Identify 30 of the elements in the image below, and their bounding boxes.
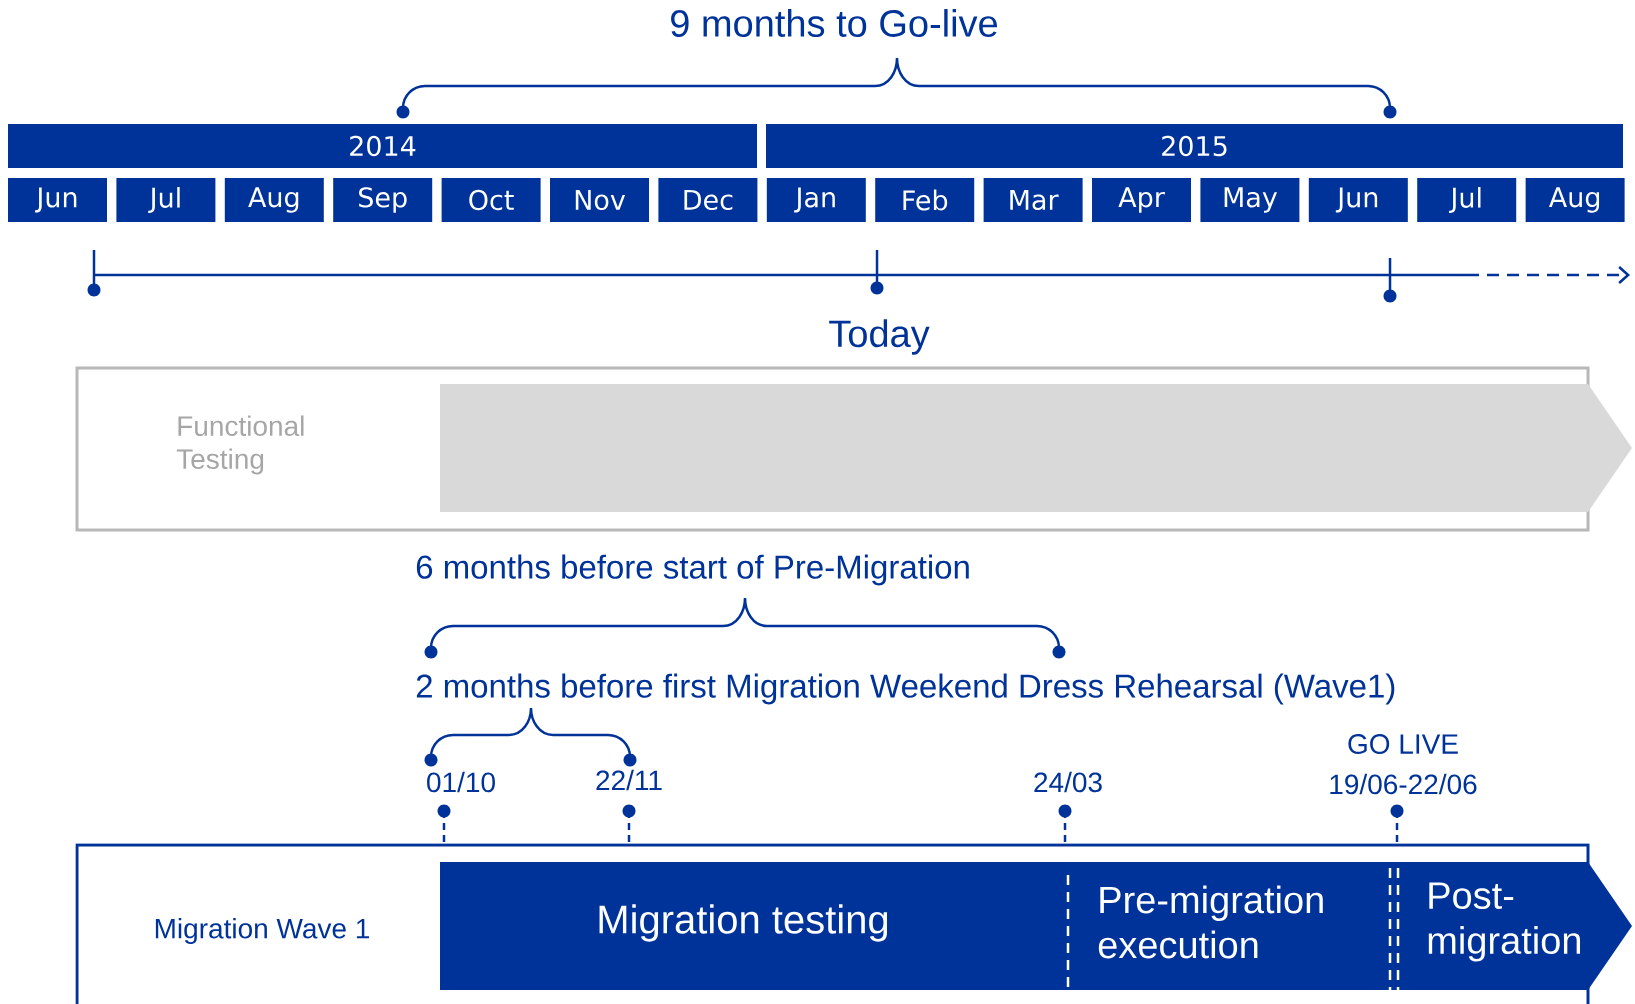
- phase-segment: Post-migration: [1393, 862, 1632, 990]
- month-box: May: [1200, 178, 1300, 222]
- date-label: 22/11: [596, 769, 662, 791]
- month-box: Jun: [1308, 178, 1408, 222]
- bracket-label: 6 months before start of Pre-Migration: [416, 554, 969, 586]
- month-box: Apr: [1092, 178, 1191, 222]
- go-live-label: GO LIVE: [1348, 734, 1458, 754]
- timeline-heading: 9 months to Go-live: [671, 9, 997, 37]
- month-box: Jan: [766, 178, 866, 222]
- date-label: 01/10: [427, 771, 495, 793]
- month-box: Sep: [333, 178, 433, 222]
- bracket-label: 2 months before first Migration Weekend Dress Rehearsal (Wave1): [416, 673, 1395, 705]
- date-label: 24/03: [1034, 771, 1102, 793]
- month-box: Jul: [1417, 178, 1517, 222]
- month-box: Oct: [441, 178, 541, 222]
- year-bar: 2015: [766, 124, 1623, 168]
- month-box: Mar: [983, 178, 1083, 222]
- month-box: Jul: [116, 178, 216, 222]
- phase-segment: Pre-migration execution: [1068, 862, 1393, 990]
- month-box: Nov: [550, 178, 649, 222]
- month-box: Aug: [224, 178, 324, 222]
- month-box: Aug: [1525, 178, 1625, 222]
- date-label: 19/06-22/06: [1330, 773, 1477, 795]
- month-box: Feb: [875, 178, 975, 222]
- month-box: Jun: [8, 178, 107, 222]
- month-box: Dec: [658, 178, 758, 222]
- year-bar: 2014: [8, 124, 757, 168]
- marker-label: Today: [829, 319, 930, 355]
- phase-panel: Functional Testing: [75, 366, 1590, 532]
- phase-segment: Migration testing: [440, 862, 1068, 990]
